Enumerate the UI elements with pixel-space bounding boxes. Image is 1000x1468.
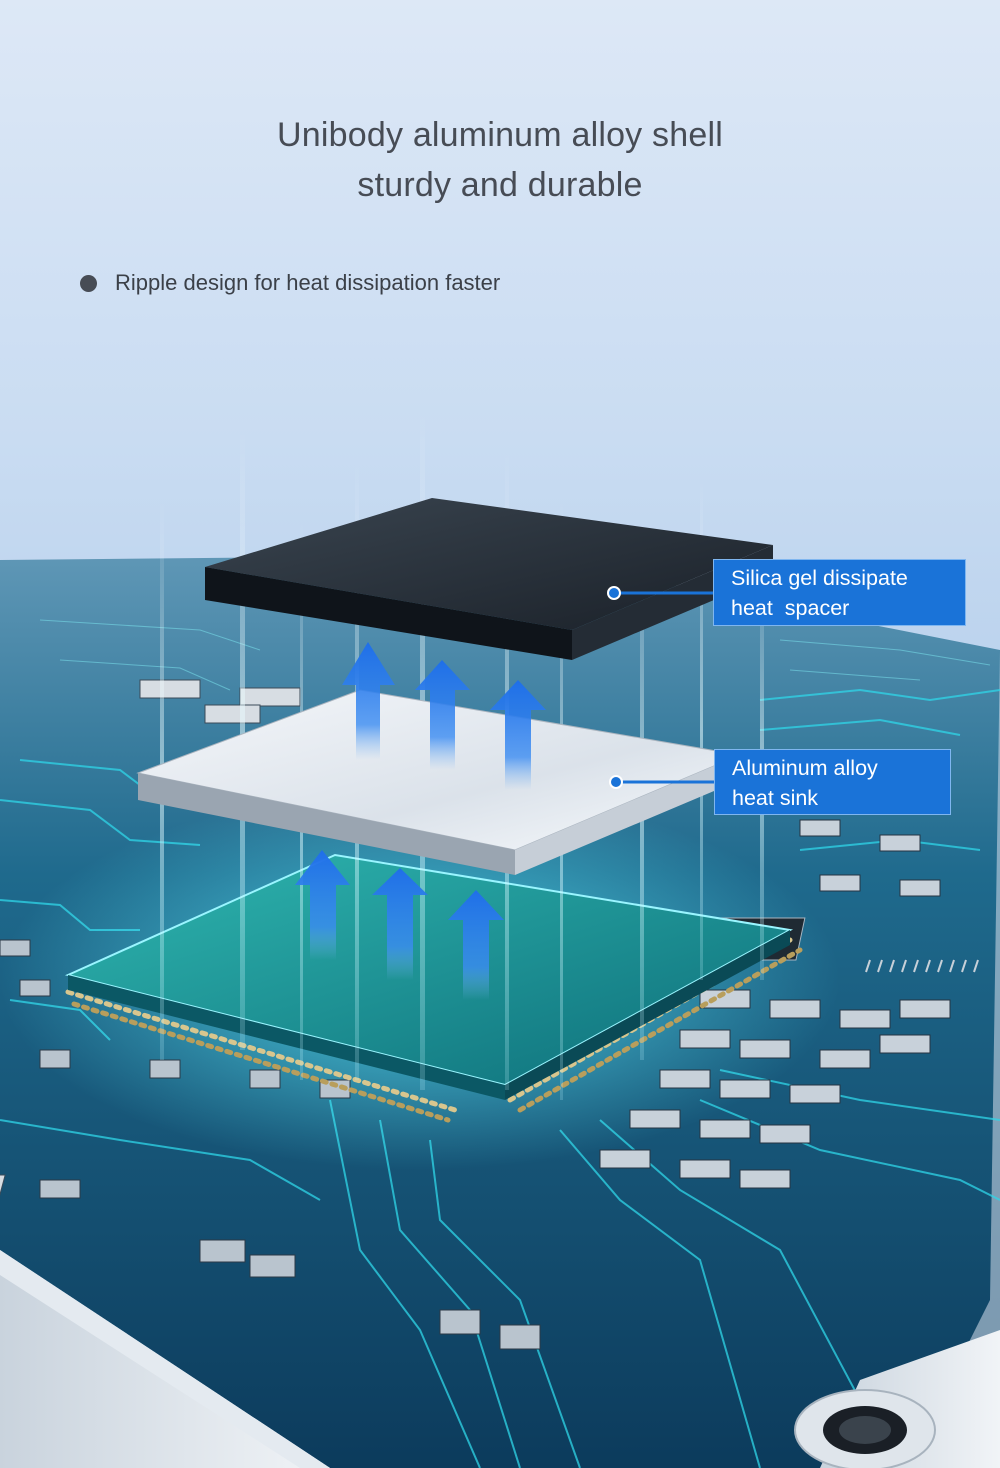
bullet-dot-icon [80, 274, 97, 292]
aluminum-callout-line-2: heat sink [732, 786, 819, 810]
headline-line-2: sturdy and durable [357, 166, 643, 204]
silica-callout-line-1: Silica gel dissipate [731, 566, 908, 590]
headline: Unibody aluminum alloy shell sturdy and … [0, 110, 1000, 210]
feature-text: Ripple design for heat dissipation faste… [115, 270, 501, 295]
silica-callout-line-2: heat spacer [731, 596, 850, 620]
aluminum-callout-line-1: Aluminum alloy [732, 756, 878, 780]
heat-arrow-icon [295, 642, 546, 1000]
feature-bullet: Ripple design for heat dissipation faste… [80, 268, 500, 298]
aluminum-heat-sink-callout: Aluminum alloy heat sink [714, 749, 951, 815]
silica-gel-callout: Silica gel dissipate heat spacer [713, 559, 966, 626]
headline-line-1: Unibody aluminum alloy shell [277, 116, 723, 154]
